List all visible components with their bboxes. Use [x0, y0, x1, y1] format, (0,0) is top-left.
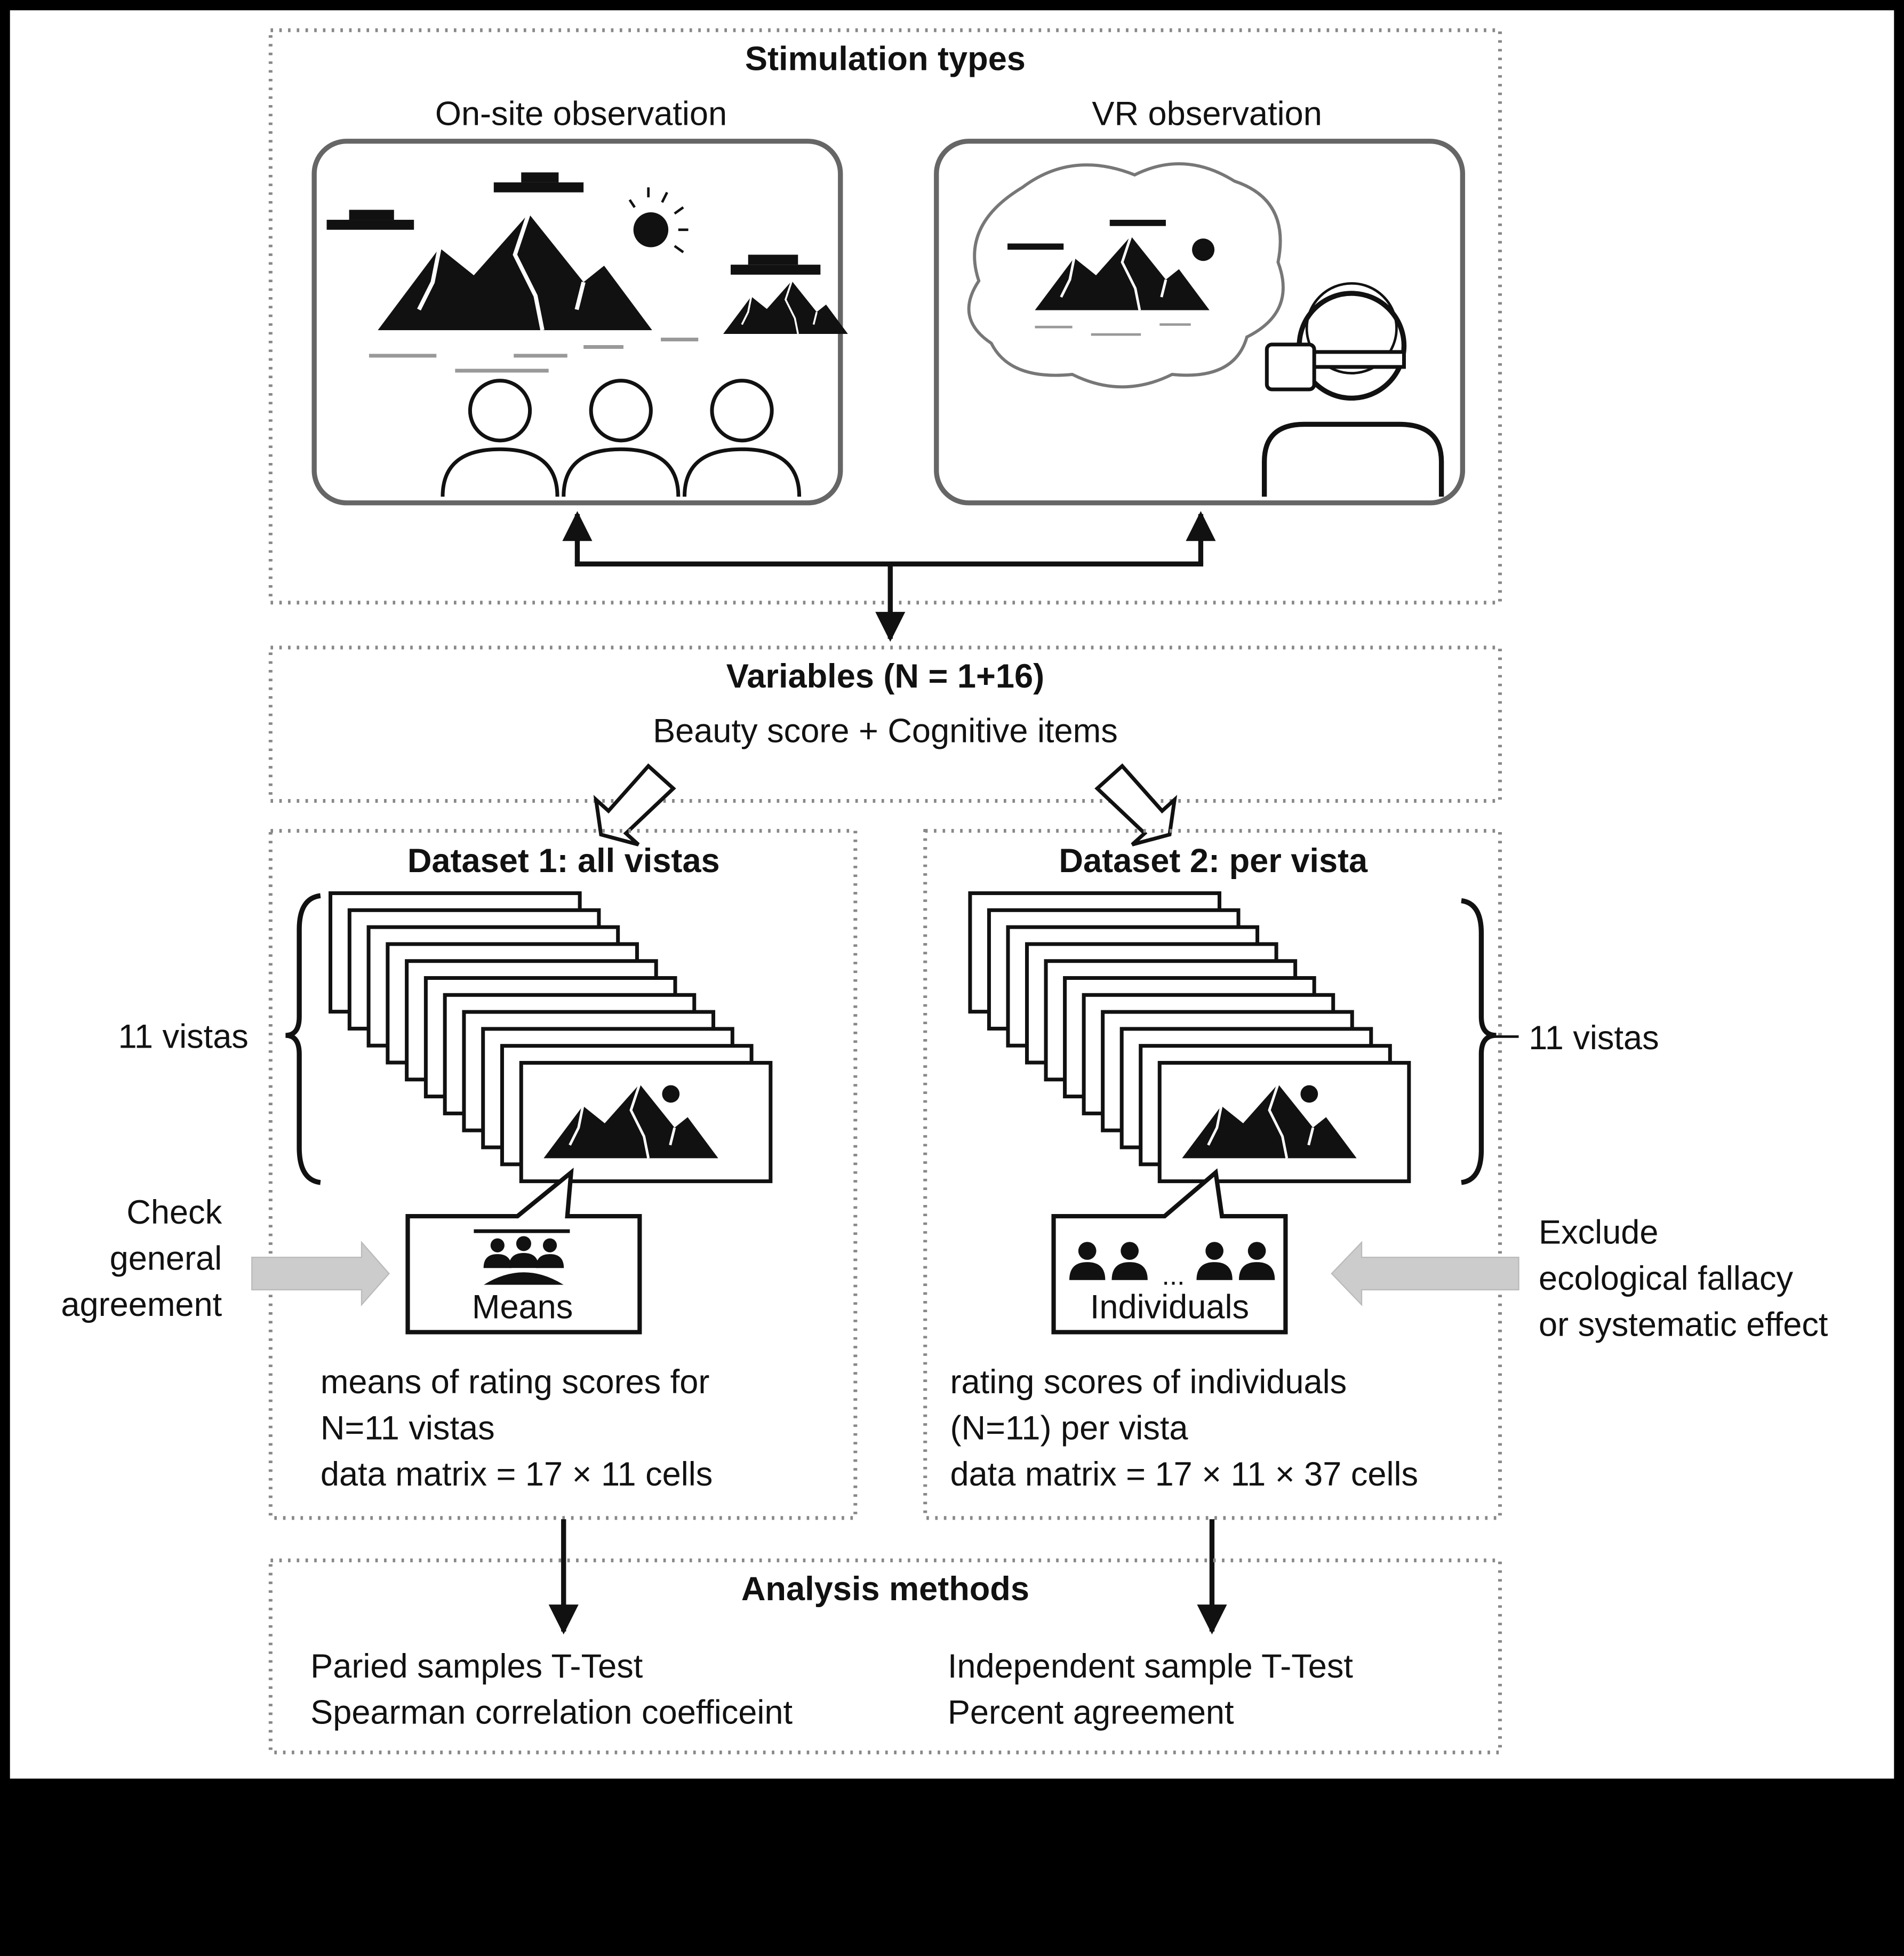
dataset2-desc-line3: data matrix = 17 × 11 × 37 cells	[950, 1456, 1418, 1493]
cloud-icon	[1007, 220, 1166, 250]
gray-arrow-left	[1331, 1241, 1519, 1306]
ellipsis-text: ...	[1162, 1260, 1185, 1291]
dataset1-dotted-frame	[268, 829, 858, 1520]
means-label: Means	[472, 1289, 573, 1326]
arrow-to-dataset2	[1094, 763, 1178, 847]
stimulation-connectors	[562, 511, 1216, 642]
analysis-dotted-frame	[268, 1558, 1502, 1754]
dataset2-desc-line1: rating scores of individuals	[950, 1363, 1347, 1401]
audience-icon	[441, 379, 802, 497]
water-lines	[369, 337, 699, 373]
vr-user-icon	[1261, 282, 1444, 497]
dataset1-vistas-label: 11 vistas	[118, 1018, 248, 1055]
analysis-left-line2: Spearman correlation coefficeint	[310, 1694, 793, 1731]
variables-subtitle: Beauty score + Cognitive items	[653, 713, 1118, 750]
stimulation-dotted-frame	[268, 28, 1502, 605]
onsite-panel	[311, 139, 848, 506]
arrow-to-dataset1	[593, 763, 676, 847]
sun-icon	[1300, 1085, 1318, 1103]
variables-section: Variables (N = 1+16) Beauty score + Cogn…	[268, 645, 1502, 847]
brace-left	[285, 893, 321, 1185]
group-people-icon	[483, 1236, 564, 1285]
variables-dotted-frame	[268, 645, 1502, 803]
vr-label: VR observation	[1092, 95, 1322, 132]
variables-title: Variables (N = 1+16)	[726, 658, 1044, 695]
stimulation-types-section: Stimulation types On-site observation VR…	[268, 28, 1502, 642]
gray-arrow-right	[251, 1241, 390, 1307]
individuals-callout	[1051, 1168, 1288, 1335]
vista-stack-1	[329, 891, 773, 1184]
dataset1-title: Dataset 1: all vistas	[407, 842, 720, 880]
analysis-left-line1: Paried samples T-Test	[310, 1648, 643, 1685]
dataset2-dotted-frame	[923, 829, 1502, 1520]
sun-rays-icon	[628, 187, 689, 253]
sun-icon	[662, 1085, 680, 1103]
onsite-label: On-site observation	[435, 95, 727, 132]
individuals-label: Individuals	[1090, 1289, 1249, 1326]
exclude-note-line3: or systematic effect	[1539, 1306, 1828, 1343]
vr-panel	[934, 139, 1466, 506]
cloud-icon	[326, 172, 821, 275]
check-note-line1: Check	[126, 1194, 222, 1231]
dataset2-vistas-label: 11 vistas	[1529, 1019, 1659, 1057]
vr-headset-icon	[1265, 342, 1316, 392]
dataset1-desc-line1: means of rating scores for	[321, 1363, 710, 1401]
means-callout	[405, 1167, 642, 1335]
sun-icon	[633, 212, 669, 248]
vista-stack-2	[968, 891, 1411, 1184]
analysis-right-line2: Percent agreement	[948, 1694, 1234, 1731]
dataset1-section: Dataset 1: all vistas 11 vistas Means me…	[61, 829, 858, 1520]
analysis-title: Analysis methods	[741, 1570, 1029, 1608]
stimulation-title: Stimulation types	[745, 40, 1026, 77]
dataset2-title: Dataset 2: per vista	[1059, 842, 1368, 880]
check-note-line3: agreement	[61, 1286, 222, 1323]
dataset2-desc-line2: (N=11) per vista	[950, 1410, 1188, 1447]
dataset1-desc-line2: N=11 vistas	[321, 1410, 495, 1447]
sun-icon	[1192, 238, 1215, 261]
analysis-right-line1: Independent sample T-Test	[948, 1648, 1354, 1685]
vr-headset-strap	[1300, 350, 1406, 369]
analysis-section: Analysis methods Paried samples T-Test S…	[268, 1558, 1502, 1754]
analysis-connectors	[548, 1519, 1227, 1635]
water-lines	[1035, 323, 1191, 336]
dataset1-desc-line3: data matrix = 17 × 11 cells	[321, 1456, 713, 1493]
exclude-note-line2: ecological fallacy	[1539, 1260, 1794, 1297]
exclude-note-line1: Exclude	[1539, 1213, 1659, 1251]
dataset2-section: Dataset 2: per vista 11 vistas ... Indiv…	[923, 829, 1828, 1520]
check-note-line2: general	[110, 1240, 222, 1278]
